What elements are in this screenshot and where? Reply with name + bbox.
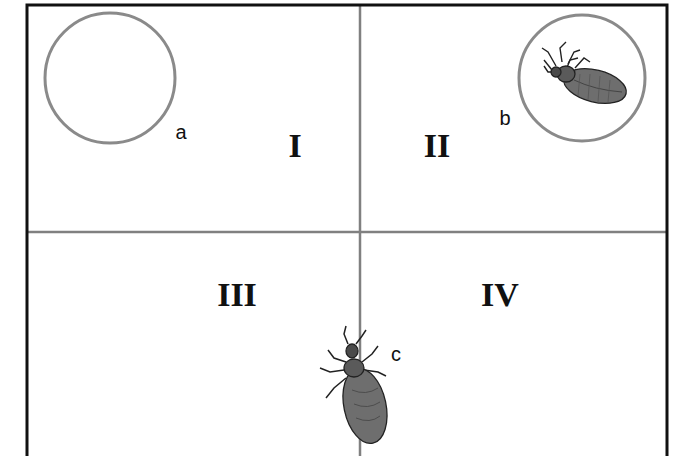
- quadrant-numeral: II: [424, 129, 450, 163]
- crawling-bug: [320, 326, 393, 448]
- arena-frame: [27, 5, 667, 456]
- bug-circle: [519, 15, 645, 141]
- callout-letter: a: [175, 122, 186, 142]
- callout-letter: b: [499, 108, 510, 128]
- empty-circle: [45, 13, 175, 143]
- quadrant-numeral: III: [217, 278, 257, 312]
- dead-bug: [542, 42, 630, 109]
- divider-line: [27, 231, 667, 234]
- quadrant-numeral: I: [288, 129, 301, 163]
- callout-letter: c: [391, 344, 401, 364]
- quadrant-numeral: IV: [481, 278, 519, 312]
